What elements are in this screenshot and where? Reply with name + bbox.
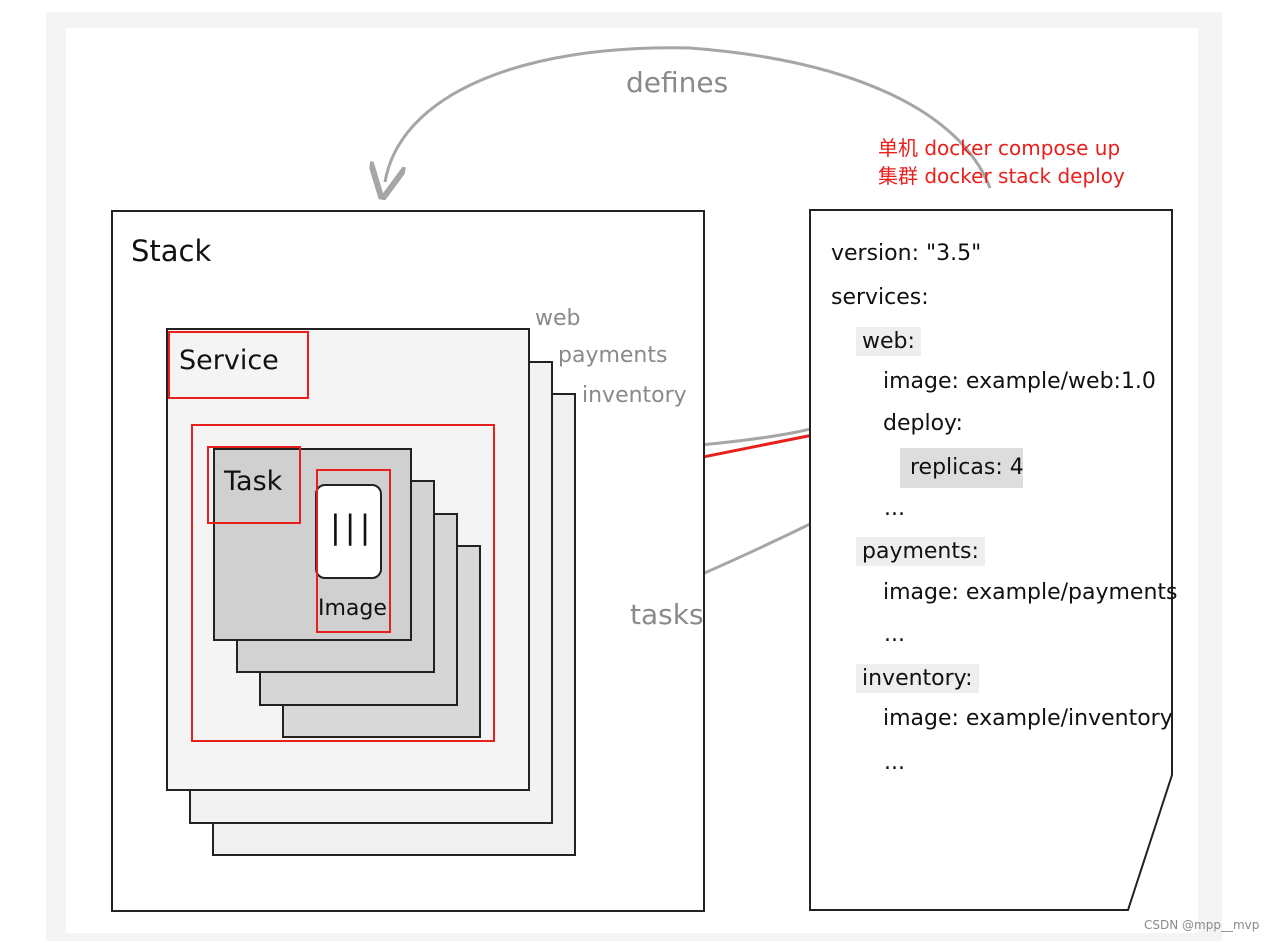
code-line-web: web:	[856, 327, 921, 356]
code-line-version: version: "3.5"	[831, 241, 982, 266]
code-line-ellipsis-2: ...	[884, 622, 905, 647]
image-container	[315, 484, 382, 579]
service-name-inventory: inventory	[582, 383, 687, 408]
service-name-web: web	[535, 306, 581, 331]
service-name-payments: payments	[558, 343, 668, 368]
stack-title: Stack	[131, 234, 212, 268]
watermark: CSDN @mpp__mvp	[1144, 918, 1260, 932]
stack-deploy-command: 集群 docker stack deploy	[878, 164, 1125, 188]
code-line-inventory: inventory:	[856, 664, 979, 693]
task-highlight	[207, 446, 301, 524]
code-line-replicas: replicas: 4	[910, 455, 1024, 480]
code-line-payments: payments:	[856, 537, 985, 566]
code-line-inventory-image: image: example/inventory	[883, 706, 1173, 731]
task-label: Task	[224, 466, 283, 497]
code-line-services: services:	[831, 285, 929, 310]
service-highlight	[168, 331, 309, 399]
replicas-highlight	[900, 448, 1023, 488]
image-icon: |||	[330, 508, 375, 546]
code-line-payments-image: image: example/payments	[883, 580, 1178, 605]
defines-label: defines	[626, 66, 729, 99]
service-label: Service	[179, 345, 279, 376]
code-line-deploy: deploy:	[883, 411, 963, 436]
image-highlight	[316, 469, 391, 633]
tasks-highlight	[191, 424, 495, 742]
code-line-ellipsis-3: ...	[884, 750, 905, 775]
code-line-web-image: image: example/web:1.0	[883, 369, 1156, 394]
tasks-label: tasks	[630, 598, 704, 631]
defines-arrow	[385, 46, 992, 188]
image-label: Image	[318, 596, 387, 621]
compose-up-command: 单机 docker compose up	[878, 136, 1121, 160]
code-line-ellipsis-1: ...	[884, 496, 905, 521]
